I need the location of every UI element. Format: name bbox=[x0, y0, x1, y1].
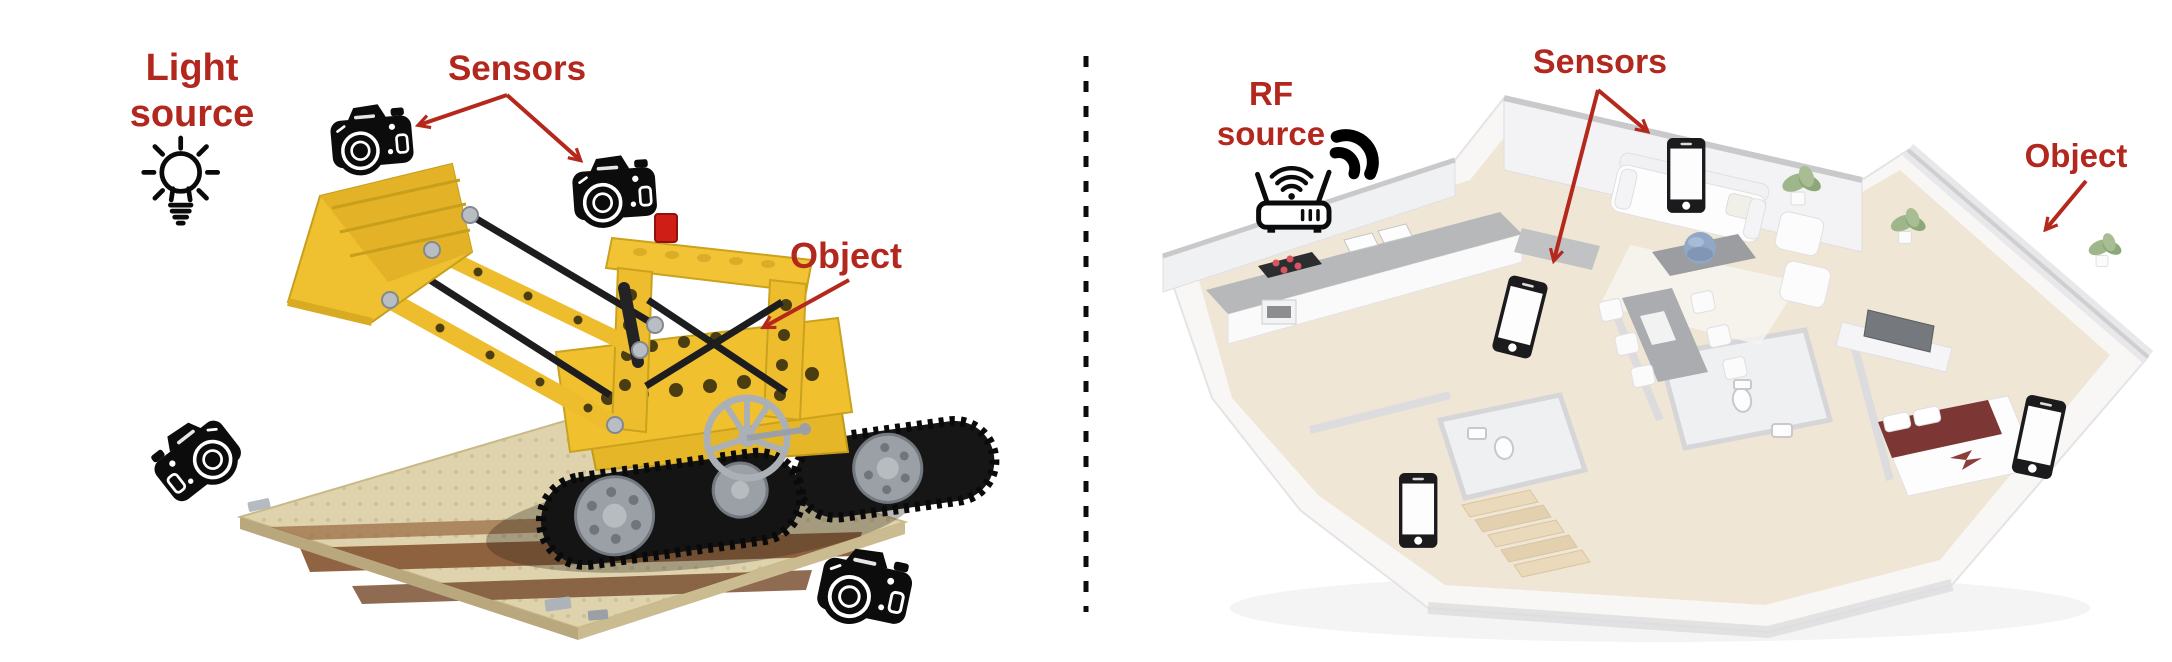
rf-source-label: RF source bbox=[1216, 75, 1326, 152]
sensors-label-right: Sensors bbox=[1532, 43, 1668, 81]
red-beacon bbox=[654, 213, 678, 243]
arrow-sensors-to-camera-right bbox=[505, 93, 580, 160]
smartphone-icon bbox=[1399, 473, 1438, 548]
stairs bbox=[1461, 489, 1591, 578]
object-label-right: Object bbox=[2024, 137, 2128, 174]
kitchen-counter bbox=[1206, 212, 1600, 345]
rf-waves-icon bbox=[1329, 129, 1379, 180]
lego-scene bbox=[140, 99, 1000, 640]
plant-icon bbox=[2085, 230, 2125, 267]
arrow-object-to-house bbox=[2046, 179, 2088, 229]
smartphone-icon bbox=[1667, 138, 1706, 213]
crank-flywheel bbox=[703, 394, 811, 482]
arrow-sensors-to-phone-2 bbox=[1554, 89, 1600, 260]
arrow-object-to-bulldozer bbox=[764, 278, 850, 327]
camera-icon bbox=[568, 151, 661, 232]
light-source-label: Light source bbox=[129, 47, 255, 135]
arrow-sensors-to-camera-left bbox=[419, 93, 508, 125]
bed bbox=[1877, 395, 2039, 497]
wifi-router-icon bbox=[1255, 166, 1332, 233]
arrow-sensors-to-phone-1 bbox=[1596, 88, 1647, 131]
lego-bulldozer bbox=[286, 162, 1000, 570]
object-label-left: Object bbox=[789, 235, 903, 276]
annotation-arrows bbox=[419, 88, 2088, 327]
light-bulb-icon bbox=[141, 135, 221, 226]
camera-icon bbox=[140, 403, 253, 515]
camera-icon bbox=[326, 99, 417, 180]
dining-table bbox=[1598, 288, 1748, 388]
loader-bucket bbox=[286, 162, 474, 326]
floorplan-scene bbox=[1161, 95, 2154, 642]
sensors-label-left: Sensors bbox=[447, 49, 587, 88]
bathroom-fixtures bbox=[1467, 379, 1793, 460]
tv-cabinet bbox=[1835, 309, 1953, 373]
echo-speaker-table bbox=[1652, 232, 1756, 276]
